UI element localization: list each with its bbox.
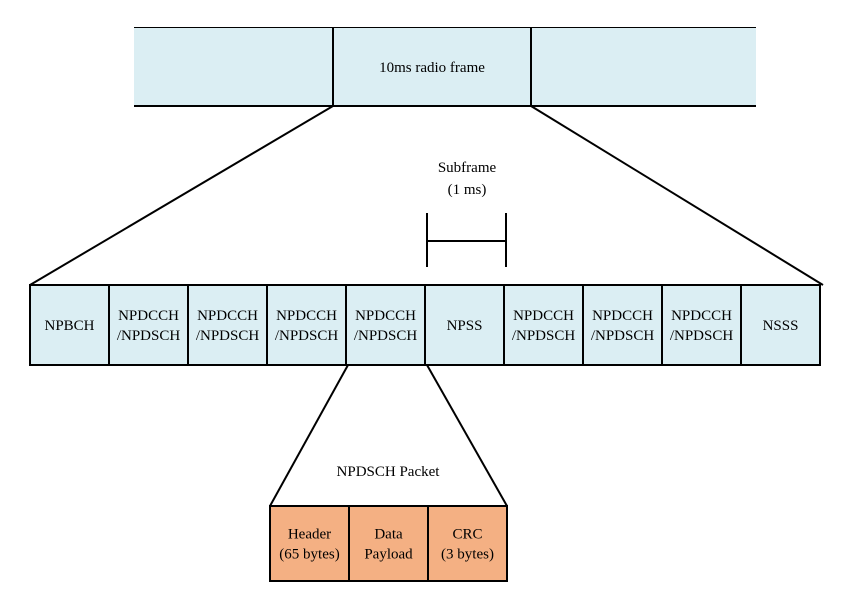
subframe-cell: NPDCCH/NPDSCH bbox=[108, 284, 189, 366]
zoom-line-left bbox=[29, 105, 334, 286]
subframe-cell: NPBCH bbox=[29, 284, 110, 366]
packet-field-label: Data bbox=[374, 527, 403, 543]
radio-frame: 10ms radio frame bbox=[134, 27, 756, 107]
subframe-cell: NPSS bbox=[424, 284, 505, 366]
subframe-label: /NPDSCH bbox=[275, 328, 339, 344]
subframe-label: /NPDSCH bbox=[512, 328, 576, 344]
subframe-box bbox=[582, 284, 663, 366]
subframe-marker-title: Subframe bbox=[438, 160, 497, 176]
packet-field-label: (3 bytes) bbox=[441, 547, 494, 563]
subframe-cell: NPDCCH/NPDSCH bbox=[266, 284, 347, 366]
subframe-box bbox=[266, 284, 347, 366]
subframe-box bbox=[503, 284, 584, 366]
packet-title: NPDSCH Packet bbox=[337, 464, 441, 480]
packet-field-box bbox=[427, 505, 508, 582]
subframe-cell: NPDCCH/NPDSCH bbox=[503, 284, 584, 366]
subframe-label: /NPDSCH bbox=[670, 328, 734, 344]
subframe-box bbox=[424, 284, 505, 366]
subframe-duration-marker: Subframe (1 ms) bbox=[426, 160, 507, 267]
subframe-label: NPDCCH bbox=[118, 308, 179, 324]
packet-field-box bbox=[269, 505, 350, 582]
subframe-label: NPDCCH bbox=[355, 308, 416, 324]
subframe-box bbox=[187, 284, 268, 366]
subframe-box bbox=[108, 284, 189, 366]
subframe-cell: NPDCCH/NPDSCH bbox=[582, 284, 663, 366]
subframe-label: NPDCCH bbox=[197, 308, 258, 324]
packet-field-label: Header bbox=[288, 527, 331, 543]
subframe-label: NPSS bbox=[447, 318, 483, 334]
subframe-cell: NPDCCH/NPDSCH bbox=[187, 284, 268, 366]
subframe-label: /NPDSCH bbox=[354, 328, 418, 344]
subframe-box bbox=[661, 284, 742, 366]
packet-field-label: CRC bbox=[452, 527, 482, 543]
packet-field-cell: Header (65 bytes) bbox=[269, 505, 350, 582]
subframe-box bbox=[740, 284, 821, 366]
subframe-label: /NPDSCH bbox=[196, 328, 260, 344]
subframe-label: NPDCCH bbox=[513, 308, 574, 324]
subframe-label: NPDCCH bbox=[276, 308, 337, 324]
packet-field-cell: CRC (3 bytes) bbox=[427, 505, 508, 582]
subframe-label: NPDCCH bbox=[592, 308, 653, 324]
packet-field-label: (65 bytes) bbox=[279, 547, 339, 563]
subframe-box bbox=[345, 284, 426, 366]
packet-field-label: Payload bbox=[364, 547, 413, 563]
radio-frame-label: 10ms radio frame bbox=[379, 60, 485, 76]
packet-zoom-line-left bbox=[269, 364, 349, 507]
subframe-row: NPBCHNPDCCH/NPDSCHNPDCCH/NPDSCHNPDCCH/NP… bbox=[29, 284, 821, 366]
radio-frame-fill bbox=[134, 28, 756, 106]
subframe-cell: NPDCCH/NPDSCH bbox=[661, 284, 742, 366]
subframe-label: /NPDSCH bbox=[117, 328, 181, 344]
subframe-cell: NPDCCH/NPDSCH bbox=[345, 284, 426, 366]
subframe-label: NPBCH bbox=[44, 318, 94, 334]
subframe-label: /NPDSCH bbox=[591, 328, 655, 344]
packet-field-box bbox=[348, 505, 429, 582]
subframe-label: NSSS bbox=[763, 318, 799, 334]
subframe-cell: NSSS bbox=[740, 284, 821, 366]
subframe-marker-duration: (1 ms) bbox=[448, 182, 487, 198]
subframe-label: NPDCCH bbox=[671, 308, 732, 324]
packet-zoom-line-right bbox=[426, 364, 508, 507]
zoom-line-right bbox=[530, 105, 824, 286]
